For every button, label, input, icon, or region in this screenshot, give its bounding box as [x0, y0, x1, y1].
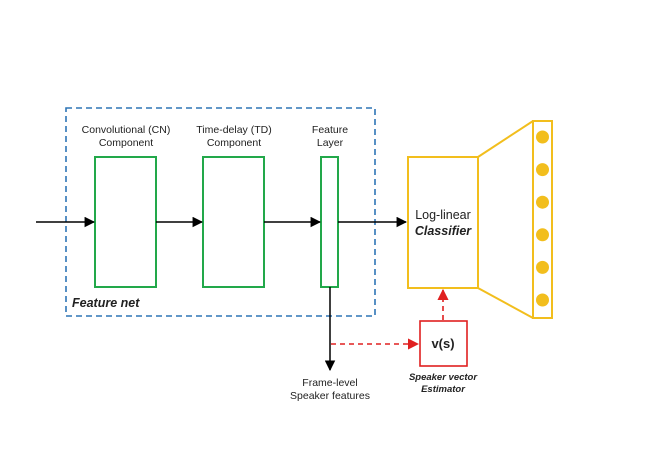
output-node	[536, 293, 549, 307]
trapezoid-bottom-edge	[477, 287, 534, 319]
feature-layer-label-line2: Layer	[317, 137, 344, 149]
speaker-vector-box	[419, 320, 468, 367]
output-node	[536, 163, 549, 177]
output-label-line1: Frame-level	[302, 377, 357, 389]
feature-net-label: Feature net	[72, 296, 140, 310]
output-node	[536, 130, 549, 144]
classifier-box	[407, 156, 479, 289]
output-node	[536, 228, 549, 242]
cn-component-label-line2: Component	[99, 137, 153, 149]
classifier-label-line2: Classifier	[415, 224, 472, 238]
speaker-vector-symbol: v(s)	[431, 336, 454, 351]
output-nodes	[536, 130, 549, 307]
feature-net-container	[65, 107, 376, 317]
td-component-label-line2: Component	[207, 137, 261, 149]
trapezoid-top-edge	[477, 120, 534, 158]
output-label-line2: Speaker features	[290, 390, 370, 402]
output-layer-box	[532, 120, 553, 319]
td-component-label-line1: Time-delay (TD)	[196, 124, 271, 136]
td-component-box	[202, 156, 265, 288]
speaker-vector-label-line1: Speaker vector	[409, 372, 478, 383]
feature-layer-label-line1: Feature	[312, 124, 348, 136]
output-node	[536, 260, 549, 274]
classifier-label-line1: Log-linear	[415, 208, 471, 222]
cn-component-box	[94, 156, 157, 288]
cn-component-label-line1: Convolutional (CN)	[82, 124, 171, 136]
output-node	[536, 195, 549, 209]
feature-layer-box	[320, 156, 339, 288]
speaker-vector-label-line2: Estimator	[421, 384, 466, 395]
